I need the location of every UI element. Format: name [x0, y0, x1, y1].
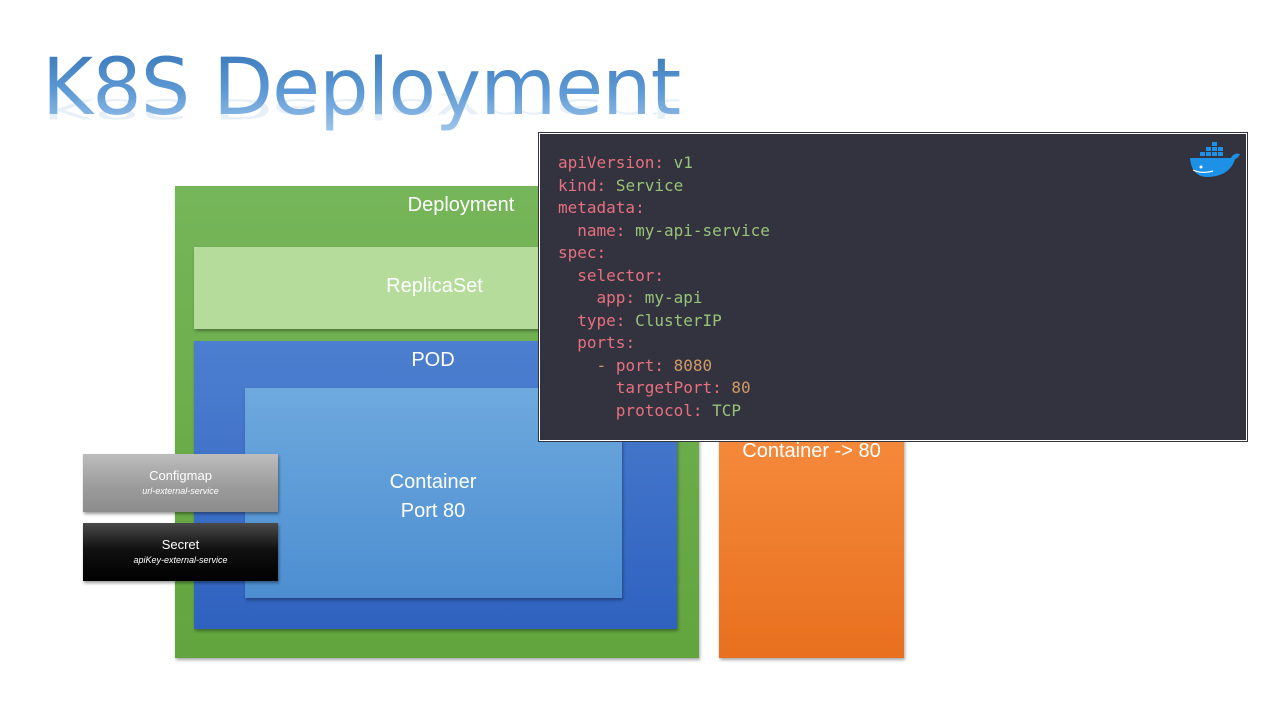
code-key: type — [577, 310, 616, 330]
code-value: ClusterIP — [635, 310, 722, 330]
code-value: my-api-service — [635, 220, 770, 240]
code-line: name: my-api-service — [577, 220, 770, 240]
code-line: targetPort: 80 — [615, 378, 751, 397]
code-line: - port: 8080 — [596, 355, 713, 375]
code-key: spec — [558, 243, 597, 262]
code-value: TCP — [712, 400, 742, 420]
container-label-line1: Container — [389, 471, 477, 493]
configmap-title: Configmap — [149, 468, 212, 483]
pod-label: POD — [411, 349, 455, 371]
code-line: kind: Service — [558, 175, 684, 195]
container-80-box: Container -> 80 — [719, 428, 904, 658]
code-line: ports: — [577, 333, 636, 352]
code-line: spec: — [558, 243, 607, 262]
code-line: selector: — [577, 265, 664, 285]
code-key: apiVersion — [558, 153, 655, 172]
code-key: app — [596, 288, 626, 307]
secret-title: Secret — [161, 537, 200, 552]
code-line: type: ClusterIP — [577, 310, 722, 330]
code-line: metadata: — [558, 198, 645, 217]
container-label: Container Port 80 — [244, 468, 622, 526]
code-key: targetPort — [615, 378, 713, 397]
code-key: ports — [577, 333, 626, 352]
yaml-code-block: apiVersion: v1 kind: Service metadata: nam… — [558, 152, 770, 422]
page-title: K8S Deployment — [42, 38, 681, 138]
code-key: port — [615, 355, 655, 375]
code-key: kind — [558, 175, 597, 195]
code-value: v1 — [673, 153, 693, 172]
code-value: 8080 — [673, 355, 713, 375]
code-value: 80 — [731, 378, 751, 397]
configmap-box: Configmap url-external-service — [83, 454, 278, 512]
code-key: protocol — [615, 400, 693, 420]
code-line: apiVersion: v1 — [558, 153, 693, 172]
deployment-label: Deployment — [407, 194, 515, 216]
code-panel: apiVersion: v1 kind: Service metadata: nam… — [539, 133, 1247, 441]
code-key: selector — [577, 265, 655, 285]
configmap-subtitle: url-external-service — [142, 486, 219, 496]
replicaset-label: ReplicaSet — [386, 275, 483, 297]
code-value: Service — [615, 175, 684, 195]
docker-whale-icon — [1190, 142, 1240, 177]
code-line: protocol: TCP — [615, 400, 742, 420]
code-key: metadata — [558, 198, 636, 217]
container-label-line2: Port 80 — [400, 500, 466, 522]
container-80-label: Container -> 80 — [742, 440, 881, 462]
code-line: app: my-api — [596, 288, 703, 307]
code-key: name — [577, 220, 616, 240]
secret-subtitle: apiKey-external-service — [133, 555, 228, 565]
secret-box: Secret apiKey-external-service — [83, 523, 278, 581]
code-value: my-api — [644, 288, 703, 307]
